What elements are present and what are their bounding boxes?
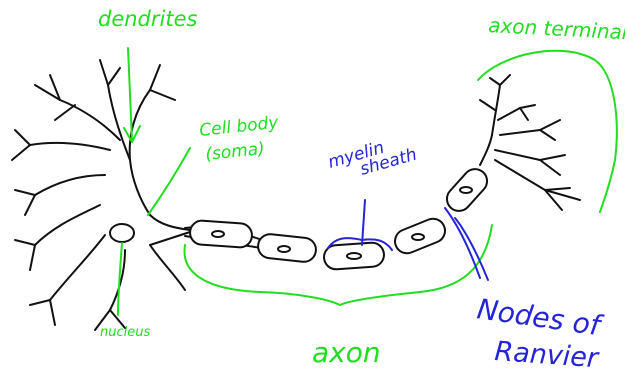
cell-body xyxy=(12,60,190,330)
label-nucleus: nucleus xyxy=(100,325,150,340)
nucleus-shape xyxy=(110,224,134,242)
axon-terminal-bracket xyxy=(478,51,617,212)
label-cell-body: Cell body xyxy=(198,113,280,141)
green-annotation-lines xyxy=(118,48,617,315)
label-axon: axon xyxy=(312,336,381,369)
label-axon-terminal: axon terminal xyxy=(488,13,625,44)
axon-terminal-shape xyxy=(480,75,580,210)
label-dendrites: dendrites xyxy=(98,7,198,31)
cell-body-pointer xyxy=(148,148,190,215)
label-nodes-of: Nodes of xyxy=(475,292,606,342)
label-soma: (soma) xyxy=(204,139,265,165)
myelin-pointer xyxy=(362,200,365,245)
dendrites-pointer xyxy=(128,48,132,140)
label-ranvier: Ranvier xyxy=(494,336,601,374)
neuron-drawing xyxy=(12,60,580,330)
